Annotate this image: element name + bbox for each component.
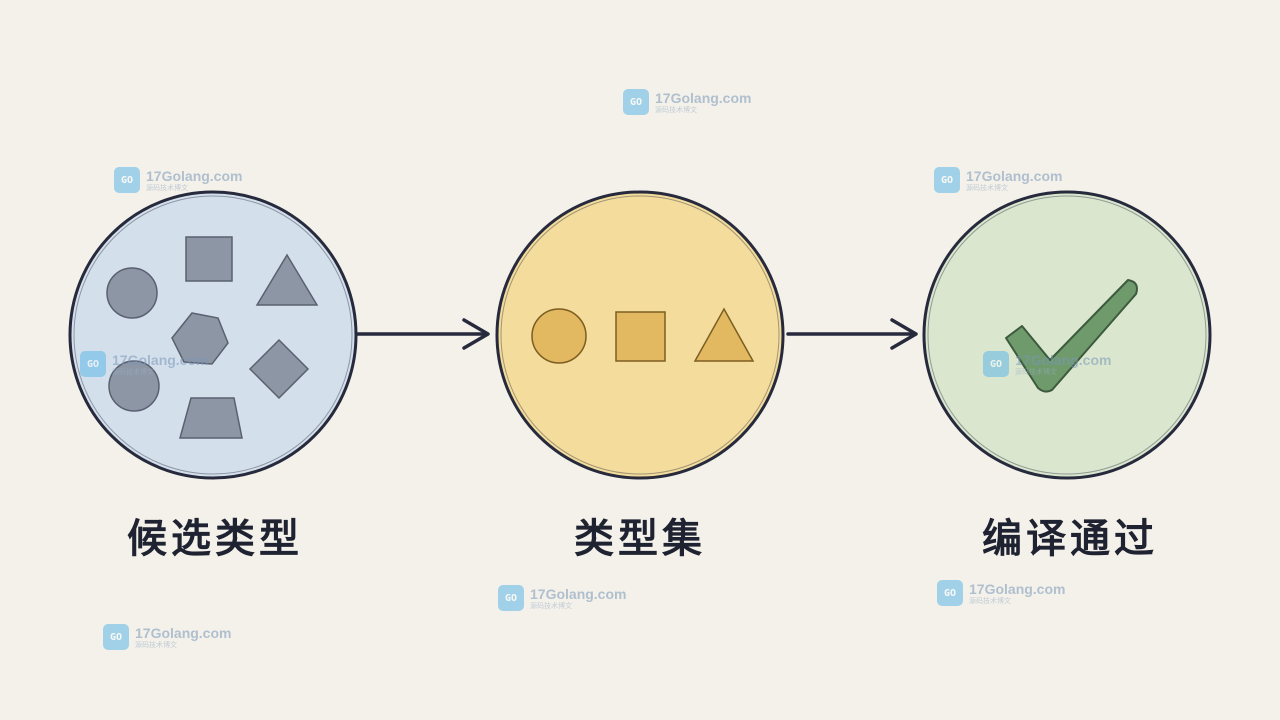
arrow-right-icon — [786, 318, 918, 350]
watermark-site: 17Golang.com — [1015, 351, 1112, 368]
watermark-logo-icon: GO — [114, 167, 140, 193]
watermark-subtitle: 源码技术博文 — [969, 596, 1011, 605]
watermark-logo-icon: GO — [937, 580, 963, 606]
watermark-logo-icon: GO — [934, 167, 960, 193]
watermark-subtitle: 源码技术博文 — [530, 601, 572, 610]
watermark-subtitle: 源码技术博文 — [135, 640, 177, 649]
triangle-icon — [693, 307, 755, 362]
candidate-types-circle — [68, 190, 358, 480]
watermark-logo-icon: GO — [498, 585, 524, 611]
triangle-icon — [255, 253, 319, 306]
watermark-logo-icon: GO — [103, 624, 129, 650]
candidate-types-label: 候选类型 — [127, 516, 303, 562]
watermark-subtitle: 源码技术博文 — [655, 105, 697, 114]
watermark-site: 17Golang.com — [655, 89, 752, 106]
circle-icon — [108, 360, 160, 412]
square-icon — [185, 236, 233, 282]
watermark-logo-icon: GO — [623, 89, 649, 115]
watermark-subtitle: 源码技术博文 — [112, 367, 154, 376]
hexagon-icon — [171, 312, 229, 365]
watermark-site: 17Golang.com — [966, 167, 1063, 184]
square-icon — [615, 311, 666, 362]
circle-icon — [106, 267, 158, 319]
circle-icon — [531, 308, 587, 364]
watermark-site: 17Golang.com — [530, 585, 627, 602]
type-set-circle — [495, 190, 785, 480]
compile-pass-circle — [922, 190, 1212, 480]
type-set-label: 类型集 — [574, 516, 706, 562]
watermark-subtitle: 源码技术博文 — [966, 183, 1008, 192]
watermark-subtitle: 源码技术博文 — [1015, 367, 1057, 376]
diamond-icon — [248, 338, 310, 400]
watermark-site: 17Golang.com — [135, 624, 232, 641]
watermark-site: 17Golang.com — [146, 167, 243, 184]
watermark-logo-icon: GO — [983, 351, 1009, 377]
watermark-site: 17Golang.com — [112, 351, 209, 368]
watermark-subtitle: 源码技术博文 — [146, 183, 188, 192]
checkmark-icon — [1005, 279, 1138, 393]
compile-pass-label: 编译通过 — [982, 516, 1158, 562]
trapezoid-icon — [179, 397, 243, 439]
watermark-site: 17Golang.com — [969, 580, 1066, 597]
watermark-logo-icon: GO — [80, 351, 106, 377]
arrow-right-icon — [356, 318, 490, 350]
